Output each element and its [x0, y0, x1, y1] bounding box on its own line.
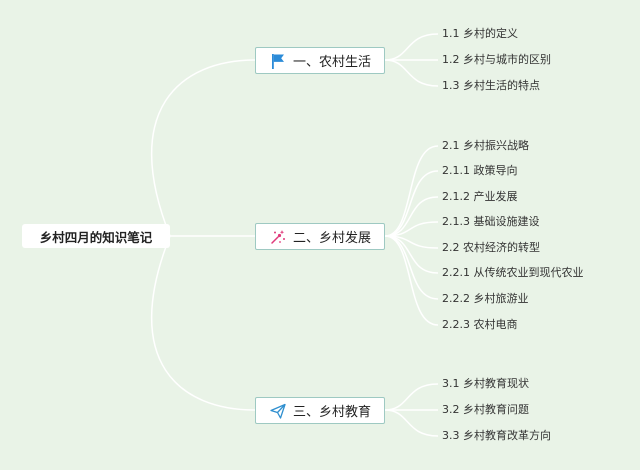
leaf-topic[interactable]: 2.2.1 从传统农业到现代农业: [442, 266, 584, 279]
leaf-topic[interactable]: 3.2 乡村教育问题: [442, 403, 529, 416]
connector-leaf-2-8: [384, 235, 439, 326]
root-topic-label: 乡村四月的知识笔记: [39, 229, 153, 245]
leaf-topic[interactable]: 2.2.2 乡村旅游业: [442, 292, 529, 305]
branch-label: 三、乡村教育: [292, 405, 371, 420]
connector-leaf-3-1: [384, 383, 439, 411]
leaf-topic[interactable]: 2.1.3 基础设施建设: [442, 215, 540, 228]
root-topic[interactable]: 乡村四月的知识笔记: [22, 224, 170, 248]
connector-leaf-2-3: [384, 196, 439, 237]
connector-leaf-3-3: [384, 409, 439, 437]
leaf-topic[interactable]: 2.2.3 农村电商: [442, 318, 518, 331]
flag-icon: [271, 53, 284, 69]
leaf-topic[interactable]: 2.2 农村经济的转型: [442, 241, 540, 254]
branch-rural-development[interactable]: 二、乡村发展: [255, 223, 385, 250]
connector-leaf-1-1: [384, 33, 439, 61]
paper-plane-icon: [270, 403, 286, 419]
connector-root-branch-3: [150, 235, 256, 411]
connector-leaf-2-2: [384, 170, 439, 237]
connector-leaf-2-7: [384, 235, 439, 300]
connector-leaf-2-6: [384, 235, 439, 274]
leaf-topic[interactable]: 3.1 乡村教育现状: [442, 377, 529, 390]
leaf-topic[interactable]: 2.1.2 产业发展: [442, 190, 518, 203]
branch-label: 一、农村生活: [292, 55, 371, 70]
leaf-topic[interactable]: 1.2 乡村与城市的区别: [442, 53, 551, 66]
branch-label: 二、乡村发展: [292, 231, 371, 246]
leaf-topic[interactable]: 1.3 乡村生活的特点: [442, 79, 540, 92]
branch-rural-education[interactable]: 三、乡村教育: [255, 397, 385, 424]
connector-leaf-1-3: [384, 59, 439, 87]
connector-root-branch-1: [150, 59, 256, 237]
leaf-topic[interactable]: 2.1.1 政策导向: [442, 164, 518, 177]
leaf-topic[interactable]: 3.3 乡村教育改革方向: [442, 429, 551, 442]
sparkle-icon: [271, 229, 285, 244]
leaf-topic[interactable]: 2.1 乡村振兴战略: [442, 139, 529, 152]
branch-rural-life[interactable]: 一、农村生活: [255, 47, 385, 74]
leaf-topic[interactable]: 1.1 乡村的定义: [442, 27, 518, 40]
connector-leaf-2-1: [384, 145, 439, 237]
